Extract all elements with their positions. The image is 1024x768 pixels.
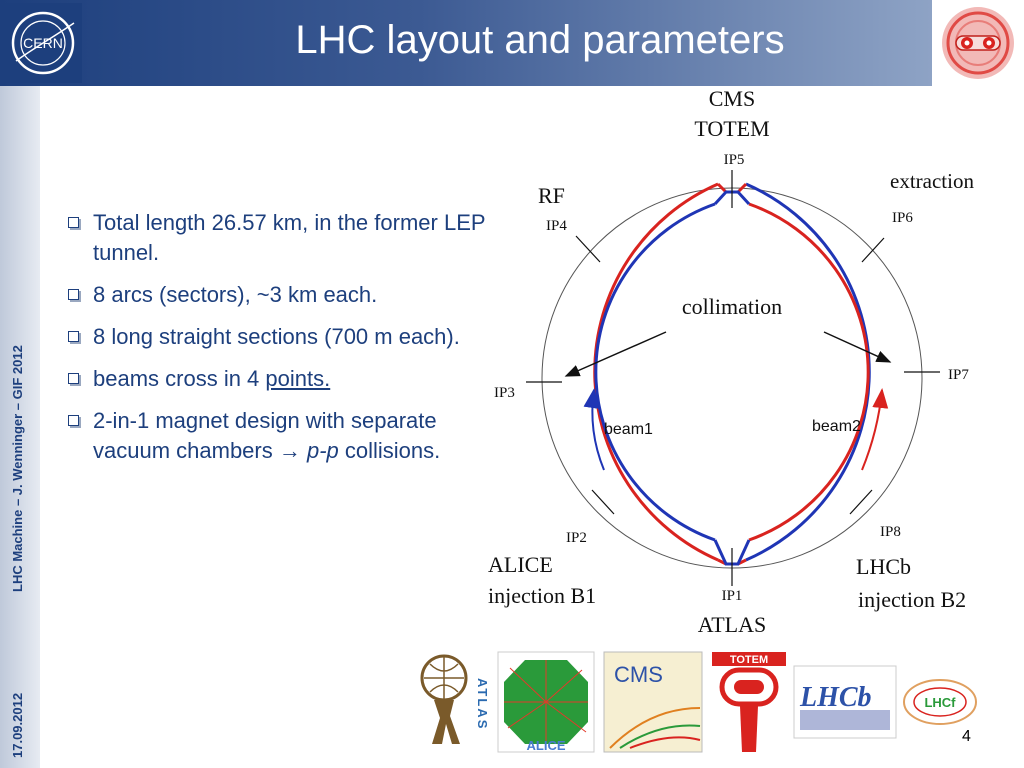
label-totem: TOTEM bbox=[694, 116, 769, 141]
label-injection-b2: injection B2 bbox=[858, 587, 966, 612]
page-title: LHC layout and parameters bbox=[295, 18, 785, 62]
checkbox-bullet-icon bbox=[68, 217, 79, 228]
checkbox-bullet-icon bbox=[68, 373, 79, 384]
footer-text: LHC Machine – J. Wenninger – GIF 2012 bbox=[10, 345, 25, 592]
lhc-ring-diagram: CMS TOTEM IP5 RF IP4 extraction IP6 coll… bbox=[488, 86, 974, 637]
atlas-logo: ATLAS bbox=[420, 654, 490, 744]
label-lhcb: LHCb bbox=[856, 554, 911, 579]
label-extraction: extraction bbox=[890, 169, 974, 193]
label-ip4: IP4 bbox=[546, 218, 567, 234]
label-ip8: IP8 bbox=[880, 524, 901, 540]
checkbox-bullet-icon bbox=[68, 331, 79, 342]
bullet-item: beams cross in 4 points. bbox=[66, 364, 506, 394]
svg-text:CMS: CMS bbox=[614, 662, 663, 687]
label-ip6: IP6 bbox=[892, 210, 913, 226]
experiment-logos: ATLAS ALICE CMS TOTEM LHCb bbox=[420, 651, 977, 753]
label-beam2: beam2 bbox=[812, 418, 861, 435]
svg-text:LHCf: LHCf bbox=[924, 695, 956, 710]
label-ip3: IP3 bbox=[494, 385, 515, 401]
footer-date: 17.09.2012 bbox=[10, 692, 25, 758]
header-bar: CERN LHC layout and parameters bbox=[0, 0, 932, 86]
label-injection-b1: injection B1 bbox=[488, 583, 596, 608]
alice-logo: ALICE bbox=[497, 651, 595, 753]
label-alice: ALICE bbox=[488, 552, 553, 577]
svg-text:TOTEM: TOTEM bbox=[730, 654, 768, 666]
lhcf-logo: LHCf bbox=[903, 679, 977, 725]
svg-text:ALICE: ALICE bbox=[527, 738, 566, 753]
bullet-item: Total length 26.57 km, in the former LEP… bbox=[66, 208, 506, 268]
checkbox-bullet-icon bbox=[68, 415, 79, 426]
bullet-item: 8 arcs (sectors), ~3 km each. bbox=[66, 280, 506, 310]
svg-text:ATLAS: ATLAS bbox=[475, 678, 490, 730]
lhc-beam-logo bbox=[932, 0, 1024, 86]
beam-line-blue-inner bbox=[594, 202, 716, 542]
label-collimation: collimation bbox=[682, 294, 782, 319]
label-ip5: IP5 bbox=[724, 152, 745, 168]
label-atlas: ATLAS bbox=[698, 612, 766, 637]
label-ip2: IP2 bbox=[566, 530, 587, 546]
cms-logo: CMS bbox=[603, 651, 703, 753]
label-ip7: IP7 bbox=[948, 367, 969, 383]
points-link[interactable]: points. bbox=[265, 366, 331, 391]
label-beam1: beam1 bbox=[604, 421, 653, 438]
bullet-list: Total length 26.57 km, in the former LEP… bbox=[66, 208, 506, 478]
bullet-item: 2-in-1 magnet design with separate vacuu… bbox=[66, 406, 506, 466]
svg-text:LHCb: LHCb bbox=[799, 682, 872, 713]
beam-line-red-outer bbox=[593, 182, 719, 562]
beam-line-red-inner bbox=[748, 202, 870, 542]
label-cms: CMS bbox=[709, 86, 755, 111]
reference-circle bbox=[541, 187, 923, 569]
beam-line-blue-outer bbox=[745, 182, 871, 562]
checkbox-bullet-icon bbox=[68, 289, 79, 300]
svg-text:CERN: CERN bbox=[23, 35, 63, 51]
side-bar bbox=[0, 86, 40, 768]
cern-logo: CERN bbox=[4, 3, 82, 83]
label-ip1: IP1 bbox=[722, 588, 743, 604]
page-number: 4 bbox=[962, 728, 971, 745]
lhcb-logo: LHCb bbox=[793, 665, 897, 739]
totem-logo: TOTEM bbox=[712, 652, 786, 752]
label-rf: RF bbox=[538, 183, 565, 208]
bullet-item: 8 long straight sections (700 m each). bbox=[66, 322, 506, 352]
